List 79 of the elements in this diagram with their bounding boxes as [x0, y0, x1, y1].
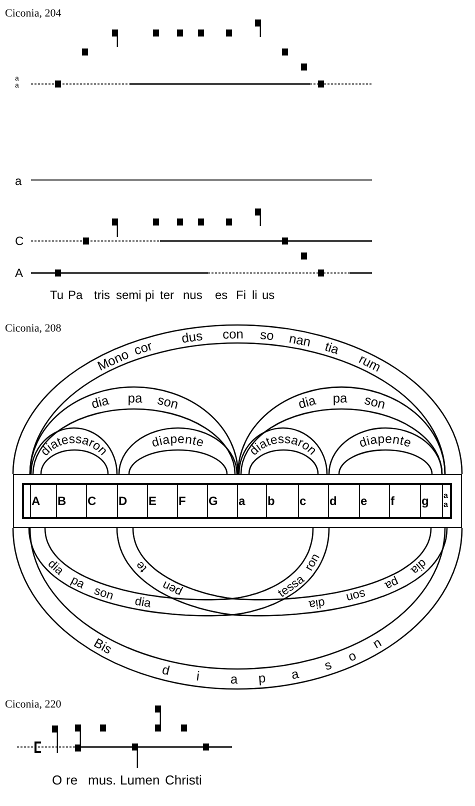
scale-letter: a — [238, 495, 246, 507]
source-heading: Ciconia, 208 — [5, 324, 62, 334]
lyric-syllable: es — [215, 289, 228, 301]
lyric-syllable: Lumen — [120, 774, 160, 786]
arc-text: dia — [308, 596, 326, 611]
source-heading: Ciconia, 220 — [5, 700, 62, 710]
arc-text: nan — [288, 332, 312, 348]
scale-letter: d — [330, 495, 337, 507]
scale-letter: D — [118, 495, 128, 507]
scale-letter: c — [300, 495, 306, 507]
lyric-syllable: li — [252, 289, 258, 301]
arc-text: son — [363, 393, 387, 412]
arc-text: pa — [383, 576, 400, 592]
arc-text: so — [260, 328, 274, 342]
arc-text: son — [92, 584, 115, 602]
arc-text: tessa — [275, 572, 306, 599]
arc-text: a — [290, 666, 300, 681]
arc-text: rum — [357, 352, 383, 374]
arc-text: diapente — [150, 432, 206, 450]
scale-letter: b — [268, 495, 275, 507]
arc-text: tia — [324, 340, 340, 356]
arc-text: te — [133, 559, 149, 575]
scale-letter: E — [148, 495, 157, 507]
arc-text: son — [156, 393, 180, 412]
arc-text: dia — [134, 594, 152, 610]
arc-text: i — [196, 670, 200, 684]
arc-text: n — [370, 636, 384, 651]
source-heading: Ciconia, 204 — [5, 8, 62, 20]
lyric-syllable: Fi — [236, 289, 246, 301]
scale-letter: f — [390, 495, 394, 507]
arc-text: diatessaron — [246, 432, 320, 458]
staff-letter: A — [15, 267, 24, 279]
arc-text: dus — [180, 329, 204, 346]
staff-letter: C — [15, 235, 24, 247]
arc-text: a — [230, 672, 238, 686]
arc-text: dia — [46, 557, 66, 578]
arc-text: o — [346, 648, 358, 664]
lyric-syllable: semi — [116, 289, 142, 301]
lyric-syllable: O — [52, 774, 62, 786]
arc-text: diatessaron — [38, 432, 111, 458]
scale-letter: B — [58, 495, 66, 507]
arc-text: Mono — [96, 346, 130, 372]
arc-text: dia — [296, 394, 318, 411]
scale-letter: e — [360, 495, 368, 507]
arc-text: d — [160, 663, 172, 678]
lyric-syllable: re — [66, 774, 78, 786]
lyric-syllable: Tu — [50, 289, 64, 301]
arc-text: son — [346, 588, 368, 604]
arc-text: pa — [332, 391, 348, 405]
lyric-syllable: nus — [183, 289, 202, 301]
scale-letter: g — [422, 495, 429, 507]
scale-letter: a — [444, 492, 448, 500]
scale-letter: a — [444, 501, 448, 509]
arc-text: pa — [128, 391, 142, 405]
lyric-syllable: pi — [145, 289, 154, 301]
arc-text: Bis — [92, 636, 114, 656]
lyric-syllable: Pa — [68, 289, 83, 301]
arc-text: diapente — [357, 432, 414, 450]
scale-letter: F — [178, 495, 186, 507]
lyric-syllable: us — [262, 289, 275, 301]
arc-text: p — [258, 671, 266, 685]
scale-letter: A — [32, 495, 40, 507]
arc-text: dia — [409, 557, 430, 577]
monochord-scale — [22, 483, 452, 519]
lyric-syllable: tris — [94, 289, 110, 301]
lyric-syllable: ter — [160, 289, 174, 301]
arc-text: pa — [69, 574, 87, 590]
arc-text: cor — [132, 339, 154, 358]
scale-letter: C — [88, 495, 96, 507]
arc-text: ron — [302, 551, 322, 572]
arc-text: s — [322, 658, 334, 672]
scale-letter: G — [208, 495, 218, 507]
staff-letter: a — [15, 175, 22, 187]
arc-text: pen — [160, 579, 184, 599]
arc-text: con — [222, 327, 244, 341]
lyric-syllable: Christi — [165, 774, 202, 786]
monochord-frame — [13, 474, 462, 528]
lyric-syllable: mus. — [88, 774, 116, 786]
arc-text: dia — [90, 394, 110, 411]
